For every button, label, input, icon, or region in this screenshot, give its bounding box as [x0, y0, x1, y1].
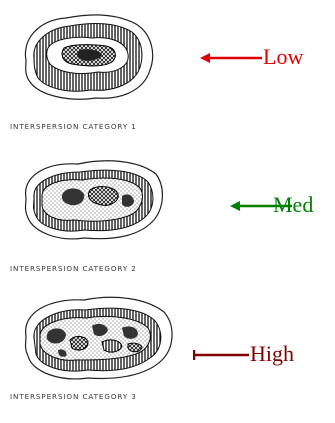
- wetland-map-category-2: [18, 152, 168, 252]
- label-low: Low: [263, 44, 303, 70]
- caption-category-3: INTERSPERSION CATEGORY 3: [10, 392, 137, 401]
- arrow-low-icon: [200, 51, 262, 65]
- label-med: Med: [273, 192, 313, 218]
- wetland-map-category-3: [18, 290, 178, 390]
- label-high: High: [250, 341, 294, 367]
- arrow-high-icon: [193, 348, 249, 362]
- wetland-map-category-1: [18, 8, 158, 108]
- panel-category-2: INTERSPERSION CATEGORY 2 Med: [0, 140, 335, 280]
- panel-category-1: INTERSPERSION CATEGORY 1 Low: [0, 0, 335, 140]
- caption-category-2: INTERSPERSION CATEGORY 2: [10, 264, 137, 273]
- panel-category-3: INTERSPERSION CATEGORY 3 High: [0, 280, 335, 423]
- caption-category-1: INTERSPERSION CATEGORY 1: [10, 122, 137, 131]
